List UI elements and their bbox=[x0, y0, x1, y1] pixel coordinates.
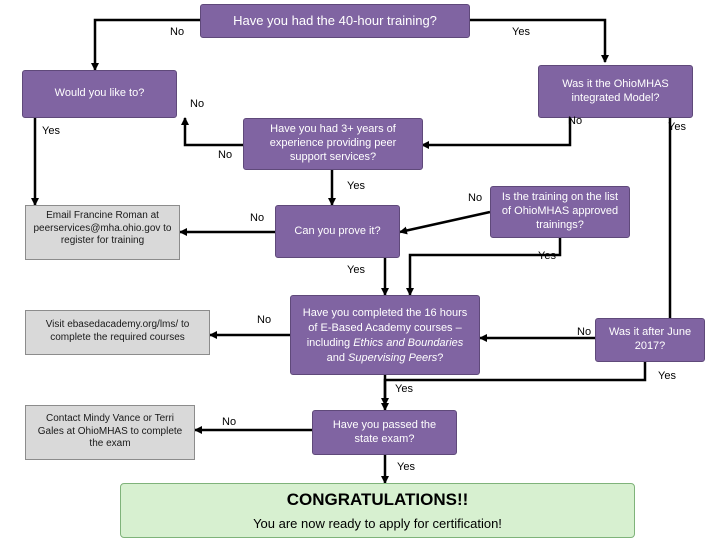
label-no: No bbox=[250, 212, 265, 224]
contact-mid: or bbox=[140, 413, 155, 424]
label-yes: Yes bbox=[512, 26, 530, 38]
ebased-text-post: ? bbox=[437, 351, 444, 364]
decision-would-you-like-to: Would you like to? bbox=[22, 70, 177, 118]
visit-suffix: to complete the required courses bbox=[50, 319, 190, 343]
ebased-course-ethics: Ethics and Boundaries bbox=[353, 336, 464, 349]
label-no: No bbox=[568, 115, 583, 127]
label-yes: Yes bbox=[668, 121, 686, 133]
label-yes: Yes bbox=[347, 264, 365, 276]
contact-name-1: Mindy Vance bbox=[83, 413, 141, 424]
connector-ohio-no bbox=[421, 118, 572, 149]
decision-3-years-experience: Have you had 3+ years of experience prov… bbox=[243, 118, 423, 170]
label-yes: Yes bbox=[395, 383, 413, 395]
decision-40-hour-training: Have you had the 40-hour training? bbox=[200, 4, 470, 38]
ebased-text-mid: and bbox=[326, 351, 348, 364]
connector-q40-yes bbox=[470, 18, 609, 63]
contact-name: Francine Roman bbox=[73, 210, 148, 221]
decision-ebased-academy-courses: Have you completed the 16 hours of E-Bas… bbox=[290, 295, 480, 375]
label-yes: Yes bbox=[658, 370, 676, 382]
email-suffix: at peerservices@mha.ohio.gov to register… bbox=[33, 210, 172, 246]
ebased-course-supervising: Supervising Peers bbox=[348, 351, 438, 364]
action-email-register: Email Francine Roman at peerservices@mha… bbox=[25, 205, 180, 260]
action-contact-exam: Contact Mindy Vance or Terri Gales at Oh… bbox=[25, 405, 195, 460]
connector-approved-no bbox=[399, 210, 491, 235]
label-no: No bbox=[222, 416, 237, 428]
label-no: No bbox=[170, 26, 185, 38]
visit-prefix: Visit bbox=[45, 319, 68, 330]
ebased-text-pre: Have you completed the 16 hours of E-Bas… bbox=[302, 307, 468, 349]
label-no: No bbox=[468, 192, 483, 204]
ebased-link: ebasedacademy.org/lms/ bbox=[67, 319, 179, 330]
contact-name-2: Terri Gales bbox=[37, 413, 175, 437]
decision-can-you-prove-it: Can you prove it? bbox=[275, 205, 400, 258]
contact-prefix: Contact bbox=[45, 413, 84, 424]
label-yes: Yes bbox=[397, 461, 415, 473]
decision-ohio-integrated-model: Was it the OhioMHAS integrated Model? bbox=[538, 65, 693, 118]
connector-exp3-no bbox=[181, 117, 243, 147]
action-visit-ebased-academy: Visit ebasedacademy.org/lms/ to complete… bbox=[25, 310, 210, 355]
label-no: No bbox=[257, 314, 272, 326]
contact-suffix: at OhioMHAS to complete the exam bbox=[63, 425, 183, 450]
label-yes: Yes bbox=[538, 250, 556, 262]
decision-approved-training-list: Is the training on the list of OhioMHAS … bbox=[490, 186, 630, 238]
label-yes: Yes bbox=[347, 180, 365, 192]
connector-approved-yes bbox=[406, 238, 562, 296]
label-no: No bbox=[190, 98, 205, 110]
decision-passed-state-exam: Have you passed the state exam? bbox=[312, 410, 457, 455]
decision-after-june-2017: Was it after June 2017? bbox=[595, 318, 705, 362]
connector-q40-no bbox=[91, 18, 200, 71]
congrats-title: CONGRATULATIONS!! bbox=[286, 489, 469, 509]
label-yes: Yes bbox=[42, 125, 60, 137]
result-congratulations: CONGRATULATIONS!! You are now ready to a… bbox=[120, 483, 635, 538]
label-no: No bbox=[577, 326, 592, 338]
congrats-subtitle: You are now ready to apply for certifica… bbox=[253, 516, 502, 531]
label-no: No bbox=[218, 149, 233, 161]
email-prefix: Email bbox=[46, 210, 74, 221]
